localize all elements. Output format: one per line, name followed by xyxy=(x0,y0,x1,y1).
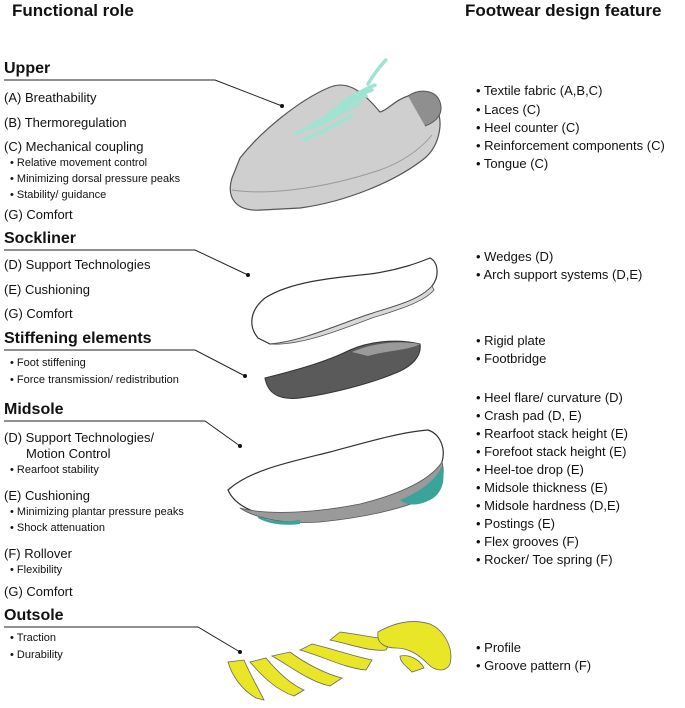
leader-line-sockliner xyxy=(4,249,249,276)
role-subline: • Relative movement control xyxy=(10,157,148,169)
leader-dots xyxy=(238,104,284,654)
feature-item: • Groove pattern (F) xyxy=(476,658,592,673)
feature-item: • Forefoot stack height (E) xyxy=(476,444,627,459)
feature-item: • Midsole thickness (E) xyxy=(476,480,608,495)
role-line: (F) Rollover xyxy=(4,546,72,561)
feature-item: • Textile fabric (A,B,C) xyxy=(476,83,603,98)
feature-item: • Laces (C) xyxy=(476,102,541,117)
role-line: (E) Cushioning xyxy=(4,488,90,503)
outsole-icon xyxy=(227,621,452,701)
role-line: Motion Control xyxy=(26,446,111,461)
section-title-stiffening: Stiffening elements xyxy=(4,330,152,347)
leader-line-upper xyxy=(4,79,283,107)
feature-item: • Rearfoot stack height (E) xyxy=(476,426,628,441)
role-subline: • Durability xyxy=(10,649,63,661)
feature-item: • Heel flare/ curvature (D) xyxy=(476,390,623,405)
section-title-midsole: Midsole xyxy=(4,401,64,418)
leader-line-stiffening xyxy=(4,349,246,377)
role-line: (G) Comfort xyxy=(4,207,73,222)
stiffening-plate-icon xyxy=(264,340,421,399)
section-title-upper: Upper xyxy=(4,60,51,77)
midsole-icon xyxy=(227,429,444,525)
section-title-outsole: Outsole xyxy=(4,607,64,624)
role-subline: • Foot stiffening xyxy=(10,357,86,369)
role-line: (E) Cushioning xyxy=(4,282,90,297)
role-subline: • Stability/ guidance xyxy=(10,189,107,201)
feature-item: • Flex grooves (F) xyxy=(476,534,579,549)
role-subline: • Minimizing plantar pressure peaks xyxy=(10,506,184,518)
feature-item: • Postings (E) xyxy=(476,516,555,531)
role-line: (G) Comfort xyxy=(4,306,73,321)
feature-item: • Footbridge xyxy=(476,351,547,366)
feature-item: • Reinforcement components (C) xyxy=(476,138,665,153)
role-line: (A) Breathability xyxy=(4,90,97,105)
feature-item: • Midsole hardness (D,E) xyxy=(476,498,620,513)
section-title-sockliner: Sockliner xyxy=(4,230,77,247)
feature-item: • Crash pad (D, E) xyxy=(476,408,582,423)
role-subline: • Traction xyxy=(10,632,57,644)
leader-line-midsole xyxy=(4,420,241,447)
feature-item: • Profile xyxy=(476,640,522,655)
feature-item: • Heel-toe drop (E) xyxy=(476,462,584,477)
role-line: (C) Mechanical coupling xyxy=(4,139,144,154)
role-subline: • Shock attenuation xyxy=(10,522,105,534)
feature-item: • Arch support systems (D,E) xyxy=(476,267,643,282)
role-subline: • Minimizing dorsal pressure peaks xyxy=(10,173,181,185)
role-line: (B) Thermoregulation xyxy=(4,115,127,130)
leader-line-outsole xyxy=(4,626,241,653)
role-subline: • Rearfoot stability xyxy=(10,464,99,476)
right-column-header: Footwear design feature xyxy=(465,1,662,20)
role-line: (D) Support Technologies xyxy=(4,257,151,272)
left-column-header: Functional role xyxy=(12,1,134,20)
feature-item: • Tongue (C) xyxy=(476,156,549,171)
feature-item: • Heel counter (C) xyxy=(476,120,580,135)
feature-item: • Rigid plate xyxy=(476,333,546,348)
upper-shoe-icon xyxy=(229,58,442,211)
role-subline: • Force transmission/ redistribution xyxy=(10,374,179,386)
role-line: (D) Support Technologies/ xyxy=(4,430,155,445)
leader-lines xyxy=(4,79,283,653)
role-line: (G) Comfort xyxy=(4,584,73,599)
role-subline: • Flexibility xyxy=(10,564,63,576)
feature-item: • Wedges (D) xyxy=(476,249,554,264)
laces-icon xyxy=(294,58,388,142)
sockliner-icon xyxy=(251,257,438,345)
feature-item: • Rocker/ Toe spring (F) xyxy=(476,552,613,567)
